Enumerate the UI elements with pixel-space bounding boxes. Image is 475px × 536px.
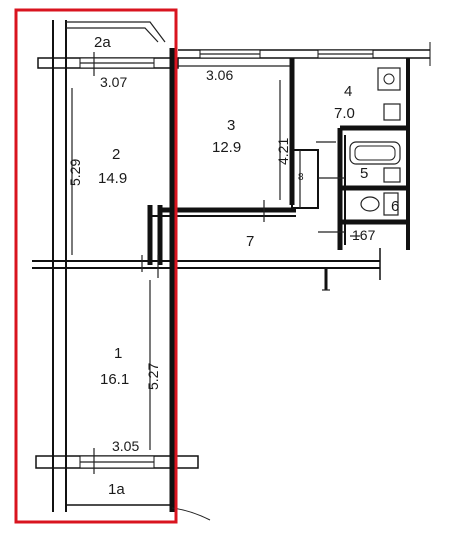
pantry-8 xyxy=(291,149,319,209)
kitchen-stove xyxy=(377,67,401,91)
room-2-number: 2 xyxy=(112,146,120,163)
room-1a-label: 1a xyxy=(108,481,125,498)
loggia-2a-outline xyxy=(66,21,166,43)
room-4-number: 4 xyxy=(344,83,352,100)
room-8-number: 8 xyxy=(298,172,304,183)
dim-corridor-right: 167 xyxy=(352,227,376,243)
room-4-area: 7.0 xyxy=(334,105,355,122)
room-2-area: 14.9 xyxy=(98,170,127,187)
loggia-1a-arc xyxy=(171,507,211,521)
dim-bottom: 3.05 xyxy=(112,438,139,454)
room-2a-label: 2a xyxy=(94,34,111,51)
dim-left-upper: 5.29 xyxy=(67,159,83,186)
dim-left-lower: 5.27 xyxy=(145,363,161,390)
room-3-number: 3 xyxy=(227,117,235,134)
toilet-bowl xyxy=(360,196,380,212)
room-1-area: 16.1 xyxy=(100,371,129,388)
kitchen-sink xyxy=(383,103,401,121)
room-3-area: 12.9 xyxy=(212,139,241,156)
room-1-number: 1 xyxy=(114,345,122,362)
dim-top-left: 3.07 xyxy=(100,74,127,90)
toilet-tank xyxy=(383,192,399,216)
dim-top-right: 3.06 xyxy=(206,67,233,83)
room-7-number: 7 xyxy=(246,233,254,250)
room-6-number: 6 xyxy=(391,198,399,215)
dim-room3-height: 4.21 xyxy=(275,138,291,165)
highlight-frame xyxy=(14,8,178,524)
room-5-number: 5 xyxy=(360,165,368,182)
bathtub xyxy=(349,141,401,165)
stove-burner xyxy=(383,73,395,85)
loggia-2a-inner xyxy=(66,27,159,43)
bathtub-inner xyxy=(354,145,396,161)
bath-sink xyxy=(383,167,401,183)
